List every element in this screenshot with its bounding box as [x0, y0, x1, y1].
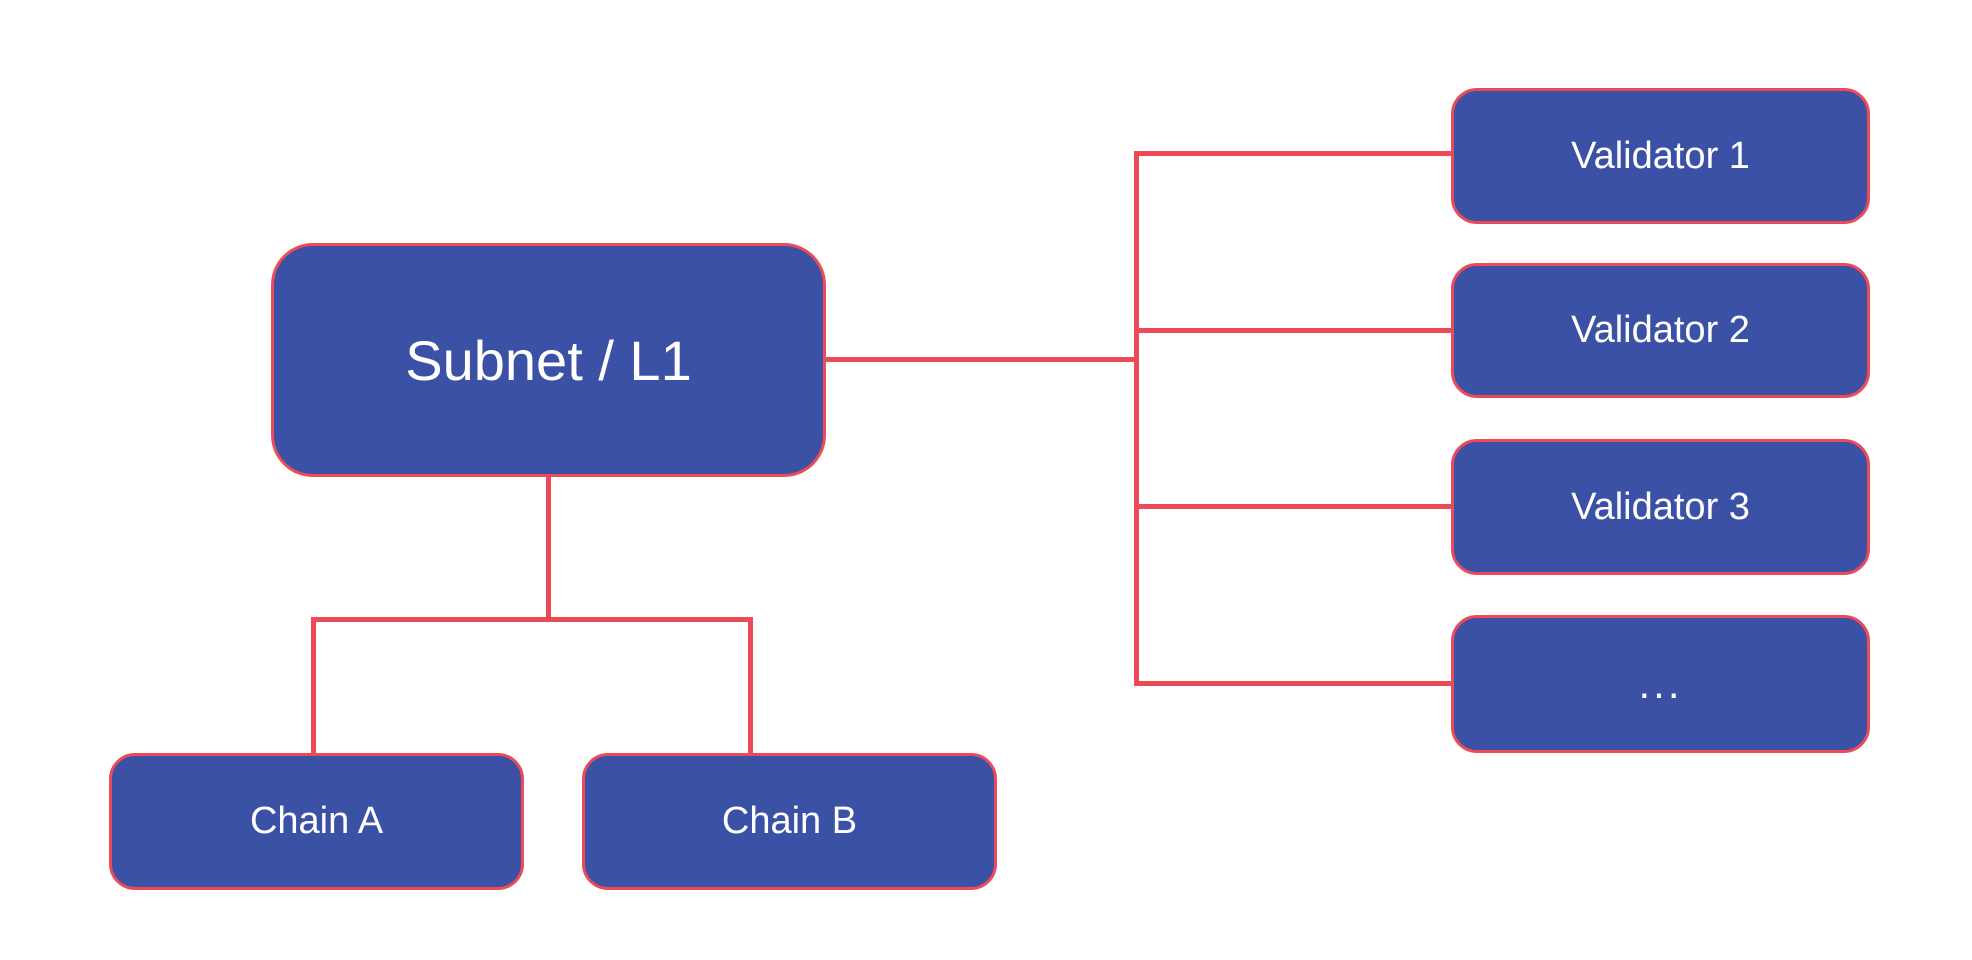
connector-branch-chain-b [748, 617, 753, 755]
connector-branch-chain-a [311, 617, 316, 755]
node-validator-3: Validator 3 [1451, 439, 1870, 575]
connector-subnet-to-validators [826, 357, 1138, 362]
connector-subnet-to-chains [546, 475, 551, 622]
connector-validators-trunk [1134, 151, 1139, 686]
connector-branch-validator-3 [1136, 504, 1453, 509]
node-chain-a: Chain A [109, 753, 524, 890]
node-chain-a-label: Chain A [249, 800, 384, 842]
node-subnet-l1-label: Subnet / L1 [405, 328, 692, 392]
node-chain-b: Chain B [582, 753, 997, 890]
node-validator-2: Validator 2 [1451, 263, 1870, 398]
node-validator-more: ... [1451, 615, 1870, 753]
connector-chains-crossbar [311, 617, 753, 622]
node-validator-1-label: Validator 1 [1571, 134, 1750, 177]
connector-branch-validator-more [1136, 681, 1453, 686]
node-validator-1: Validator 1 [1451, 88, 1870, 224]
node-validator-2-label: Validator 2 [1571, 309, 1750, 351]
node-chain-b-label: Chain B [721, 800, 858, 842]
node-validator-more-label: ... [1638, 660, 1683, 707]
node-validator-3-label: Validator 3 [1571, 485, 1750, 528]
connector-branch-validator-1 [1136, 151, 1453, 156]
node-subnet-l1: Subnet / L1 [271, 243, 826, 477]
connector-branch-validator-2 [1136, 328, 1453, 333]
